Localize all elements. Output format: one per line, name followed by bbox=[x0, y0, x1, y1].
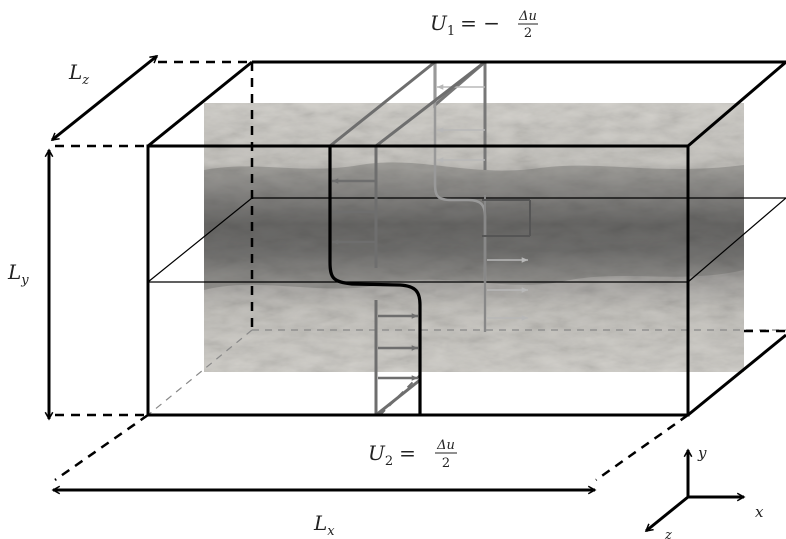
axis-z-label: z bbox=[664, 528, 672, 539]
lz-label: Lz bbox=[68, 60, 89, 88]
u2-label: U2= bbox=[368, 441, 416, 469]
axis-y-label: y bbox=[697, 444, 707, 462]
domain-box-hidden-edges bbox=[54, 60, 786, 482]
velocity-profile-frame bbox=[328, 60, 486, 417]
u2-fraction-denominator: 2 bbox=[442, 456, 450, 471]
lx-label: Lx bbox=[313, 511, 335, 539]
dimension-arrows bbox=[49, 54, 595, 490]
mid-plane bbox=[147, 197, 786, 283]
coordinate-axes bbox=[646, 450, 744, 533]
domain-box bbox=[146, 60, 786, 417]
ly-label: Ly bbox=[7, 260, 29, 288]
u2-fraction-numerator: Δu bbox=[436, 438, 455, 453]
z-axis-arrow bbox=[646, 495, 689, 533]
velocity-profile-front bbox=[328, 146, 422, 415]
lz-dimension-arrow bbox=[52, 54, 157, 142]
turbulence-slab bbox=[204, 103, 744, 372]
u1-fraction-denominator: 2 bbox=[524, 26, 532, 41]
u1-label: U1= − bbox=[430, 11, 500, 39]
u1-fraction-numerator: Δu bbox=[518, 9, 537, 24]
velocity-arrows bbox=[332, 178, 418, 381]
axis-x-label: x bbox=[755, 503, 764, 521]
